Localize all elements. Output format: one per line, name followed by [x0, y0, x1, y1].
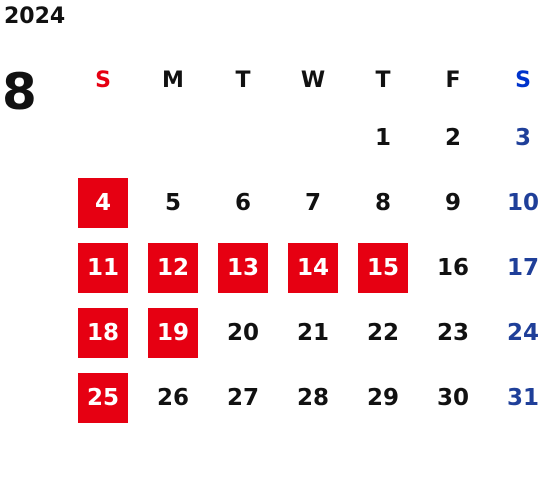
- day-number: 11: [78, 242, 128, 293]
- weekday-header-thursday: T: [375, 67, 391, 93]
- day-cell: 7: [278, 170, 348, 235]
- day-cell: 30: [418, 365, 488, 430]
- day-number: 4: [78, 177, 128, 228]
- day-cell: 6: [208, 170, 278, 235]
- day-cell: [208, 105, 278, 170]
- day-cell: 15: [348, 235, 418, 300]
- day-number: 28: [296, 384, 329, 411]
- day-number: 14: [288, 242, 338, 293]
- day-number: 7: [304, 189, 321, 216]
- day-cell: 20: [208, 300, 278, 365]
- day-number: [288, 113, 338, 163]
- day-cell: 10: [488, 170, 548, 235]
- day-number: 22: [366, 319, 399, 346]
- day-number: 29: [366, 384, 399, 411]
- day-cell: 11: [68, 235, 138, 300]
- weekday-header-saturday: S: [515, 67, 531, 93]
- weekday-header-monday: M: [162, 67, 184, 93]
- day-number: 17: [506, 254, 539, 281]
- day-number: 10: [506, 189, 539, 216]
- day-cell: 4: [68, 170, 138, 235]
- day-number: 16: [436, 254, 469, 281]
- day-number: 23: [436, 319, 469, 346]
- day-cell: 16: [418, 235, 488, 300]
- day-number: 26: [156, 384, 189, 411]
- day-cell: 12: [138, 235, 208, 300]
- day-cell: 3: [488, 105, 548, 170]
- day-number: 8: [374, 189, 391, 216]
- day-number: 15: [358, 242, 408, 293]
- day-cell: 26: [138, 365, 208, 430]
- day-number: 2: [444, 124, 461, 151]
- day-cell: [68, 105, 138, 170]
- day-number: 27: [226, 384, 259, 411]
- day-number: [218, 113, 268, 163]
- day-number: 21: [296, 319, 329, 346]
- day-number: 25: [78, 372, 128, 423]
- day-cell: 2: [418, 105, 488, 170]
- day-cell: 24: [488, 300, 548, 365]
- day-cell: 29: [348, 365, 418, 430]
- day-number: 5: [164, 189, 181, 216]
- day-number: 20: [226, 319, 259, 346]
- day-cell: 9: [418, 170, 488, 235]
- day-cell: 14: [278, 235, 348, 300]
- day-cell: 31: [488, 365, 548, 430]
- weekday-header-wednesday: W: [300, 67, 326, 93]
- day-number: 3: [514, 124, 531, 151]
- day-cell: 19: [138, 300, 208, 365]
- day-cell: [138, 105, 208, 170]
- day-cell: 25: [68, 365, 138, 430]
- calendar-grid: S M T W T F S 1 2 3 4 5 6 7 8 9 10 11 12…: [68, 55, 548, 430]
- day-cell: 5: [138, 170, 208, 235]
- day-cell: 18: [68, 300, 138, 365]
- day-cell: 1: [348, 105, 418, 170]
- day-cell: 22: [348, 300, 418, 365]
- day-cell: [278, 105, 348, 170]
- calendar-year: 2024: [4, 4, 66, 29]
- day-number: 19: [148, 307, 198, 358]
- day-number: 30: [436, 384, 469, 411]
- day-number: 9: [444, 189, 461, 216]
- day-cell: 28: [278, 365, 348, 430]
- day-number: 6: [234, 189, 251, 216]
- weekday-header-tuesday: T: [235, 67, 251, 93]
- day-cell: 13: [208, 235, 278, 300]
- day-number: 18: [78, 307, 128, 358]
- day-cell: 8: [348, 170, 418, 235]
- weekday-header-sunday: S: [95, 67, 111, 93]
- weekday-header-friday: F: [445, 67, 461, 93]
- day-cell: 23: [418, 300, 488, 365]
- day-cell: 17: [488, 235, 548, 300]
- day-cell: 21: [278, 300, 348, 365]
- day-cell: 27: [208, 365, 278, 430]
- day-number: [148, 113, 198, 163]
- day-number: 13: [218, 242, 268, 293]
- day-number: 12: [148, 242, 198, 293]
- day-number: [78, 113, 128, 163]
- day-number: 24: [506, 319, 539, 346]
- day-number: 1: [374, 124, 391, 151]
- day-number: 31: [506, 384, 539, 411]
- calendar-month: 8: [2, 63, 37, 121]
